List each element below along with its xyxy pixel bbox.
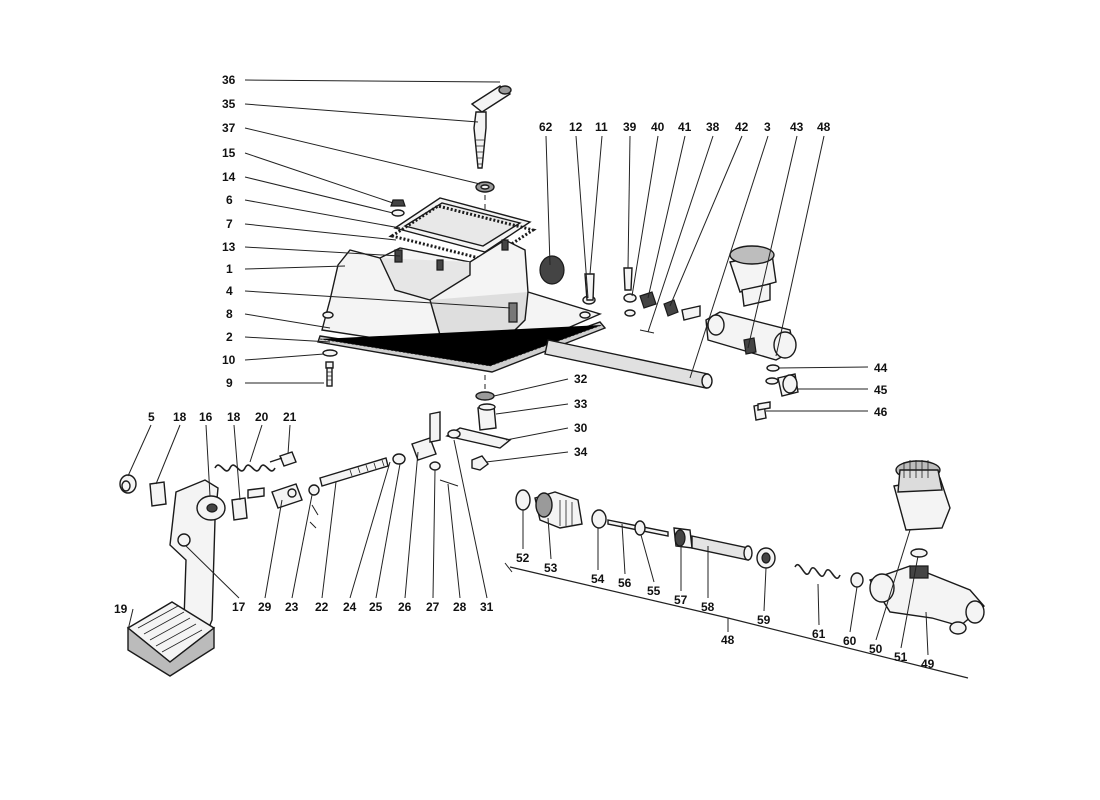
callout-52: 52: [516, 551, 530, 565]
callout-44: 44: [874, 361, 888, 375]
lower-master-cylinder: [794, 460, 985, 635]
callout-4: 4: [226, 284, 233, 298]
callout-14: 14: [222, 170, 236, 184]
callout-48-bottom: 48: [721, 633, 735, 647]
callout-50: 50: [869, 642, 883, 656]
callout-33: 33: [574, 397, 588, 411]
callout-16: 16: [199, 410, 213, 424]
callout-2: 2: [226, 330, 233, 344]
clutch-pedal: [126, 479, 226, 677]
callout-42: 42: [735, 120, 749, 134]
callout-20: 20: [255, 410, 269, 424]
callout-60: 60: [843, 634, 857, 648]
callout-53: 53: [544, 561, 558, 575]
callout-13: 13: [222, 240, 236, 254]
callout-36: 36: [222, 73, 236, 87]
callout-54: 54: [591, 572, 605, 586]
callout-35: 35: [222, 97, 236, 111]
callout-31: 31: [480, 600, 494, 614]
callout-39: 39: [623, 120, 637, 134]
callout-11: 11: [595, 120, 608, 134]
base-bolt: [322, 349, 338, 387]
callout-48-top: 48: [817, 120, 831, 134]
callout-51: 51: [894, 650, 908, 664]
callout-22: 22: [315, 600, 329, 614]
callout-18-b: 18: [227, 410, 241, 424]
cover-fasteners: [390, 199, 406, 217]
callout-40: 40: [651, 120, 665, 134]
upper-master-cylinder: [705, 245, 797, 361]
banjo-fitting: [753, 364, 799, 421]
callout-12: 12: [569, 120, 583, 134]
gear-lever-assembly: [470, 85, 512, 193]
callout-labels: 36 35 37 15 14 6 7 13 1 4 8 2 10 9 62 12…: [114, 73, 935, 671]
callout-5: 5: [148, 410, 155, 424]
callout-30: 30: [574, 421, 588, 435]
baseline-end-tick: [504, 562, 513, 573]
lever-linkage: [445, 391, 512, 471]
callout-49: 49: [921, 657, 935, 671]
callout-29: 29: [258, 600, 272, 614]
master-cylinder-hardware: [582, 267, 701, 334]
callout-61: 61: [812, 627, 826, 641]
callout-57: 57: [674, 593, 688, 607]
callout-6: 6: [226, 193, 233, 207]
callout-1: 1: [226, 262, 233, 276]
callout-24: 24: [343, 600, 357, 614]
callout-38: 38: [706, 120, 720, 134]
callout-9: 9: [226, 376, 233, 390]
pedal-bushes: [119, 474, 248, 521]
callout-23: 23: [285, 600, 299, 614]
callout-21: 21: [283, 410, 297, 424]
callout-18-a: 18: [173, 410, 187, 424]
return-spring: [214, 451, 297, 472]
callout-34: 34: [574, 445, 588, 459]
callout-55: 55: [647, 584, 661, 598]
shift-housing: [321, 239, 603, 357]
callout-26: 26: [398, 600, 412, 614]
lower-master-cylinder-parts: [515, 489, 776, 569]
callout-10: 10: [222, 353, 236, 367]
callout-17: 17: [232, 600, 246, 614]
callout-25: 25: [369, 600, 383, 614]
callout-19: 19: [114, 602, 128, 616]
callout-58: 58: [701, 600, 715, 614]
callout-3: 3: [764, 120, 771, 134]
callout-46: 46: [874, 405, 888, 419]
callout-37: 37: [222, 121, 236, 135]
callout-27: 27: [426, 600, 440, 614]
callout-8: 8: [226, 307, 233, 321]
callout-32: 32: [574, 372, 588, 386]
pushrod-clevis: [247, 411, 459, 529]
callout-15: 15: [222, 146, 236, 160]
leader-lines: [127, 79, 929, 656]
callout-56: 56: [618, 576, 632, 590]
callout-7: 7: [226, 217, 233, 231]
callout-43: 43: [790, 120, 804, 134]
callout-59: 59: [757, 613, 771, 627]
callout-41: 41: [678, 120, 692, 134]
callout-28: 28: [453, 600, 467, 614]
selector-shaft: [544, 339, 713, 389]
cover-plate: [388, 197, 537, 262]
callout-45: 45: [874, 383, 888, 397]
callout-62: 62: [539, 120, 553, 134]
